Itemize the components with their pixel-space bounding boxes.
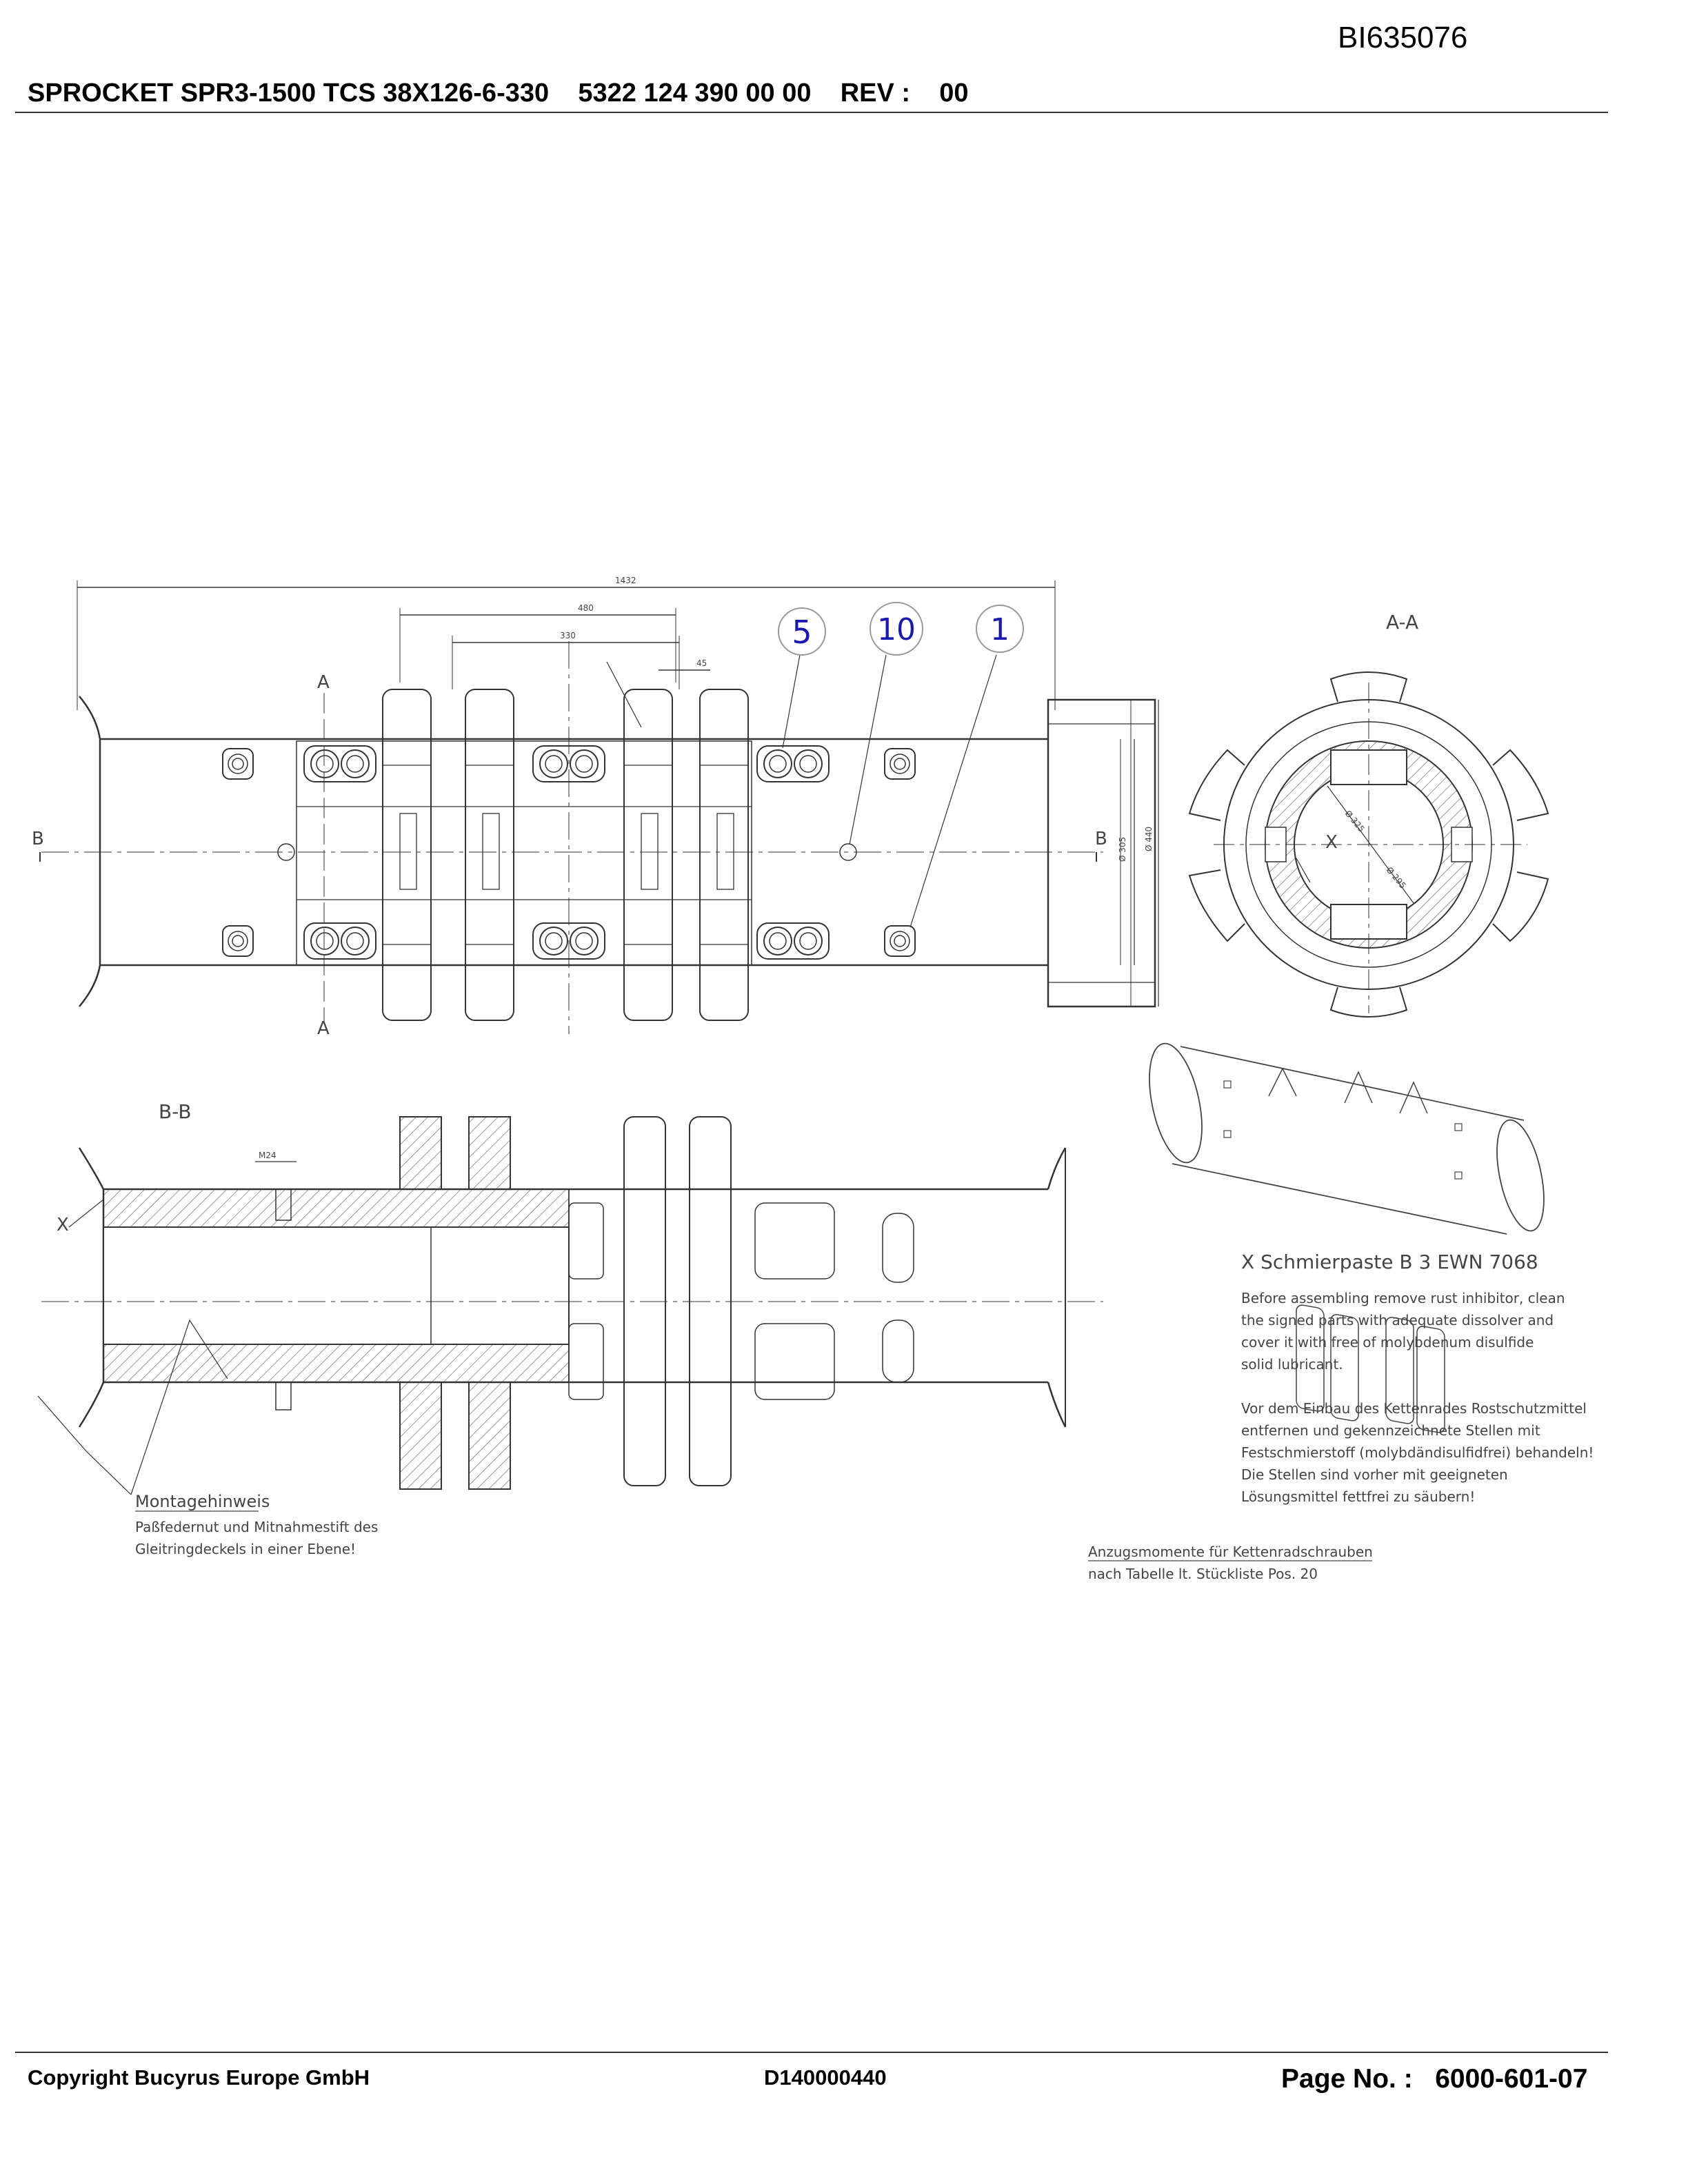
section-marker-b-left: B xyxy=(32,829,44,849)
page-label: Page No. : xyxy=(1281,2064,1413,2094)
x-marker-a-a: X xyxy=(1325,832,1338,853)
dim-45: 45 xyxy=(696,658,707,668)
notes: X Schmierpaste B 3 EWN 7068 Before assem… xyxy=(135,1251,1594,1582)
footer-copyright: Copyright Bucyrus Europe GmbH xyxy=(28,2065,370,2090)
main-view-section-labels: A A B B xyxy=(32,672,1107,1039)
lubricant-de-line-3: Festschmierstoff (molybdändisulfidfrei) … xyxy=(1241,1444,1594,1461)
montage-line-2: Gleitringdeckels in einer Ebene! xyxy=(135,1541,356,1557)
rev-value: 00 xyxy=(939,79,969,108)
section-b-b-view xyxy=(37,1116,1103,1495)
dim-m24: M24 xyxy=(259,1151,277,1160)
isometric-view xyxy=(1149,1042,1545,1433)
section-a-a-view xyxy=(1188,671,1549,1018)
page-number: 6000-601-07 xyxy=(1435,2064,1588,2094)
callouts: 5 10 1 xyxy=(778,602,1024,656)
section-marker-a-top: A xyxy=(317,672,330,693)
header-rule xyxy=(15,112,1608,113)
dim-d305: Ø 305 xyxy=(1118,837,1127,862)
torque-line-2: nach Tabelle lt. Stückliste Pos. 20 xyxy=(1088,1566,1318,1582)
lubricant-de-line-5: Lösungsmittel fettfrei zu säubern! xyxy=(1241,1488,1475,1505)
section-marker-b-right: B xyxy=(1095,829,1107,849)
lubricant-title: X Schmierpaste B 3 EWN 7068 xyxy=(1241,1251,1538,1273)
main-view-dimensions: 1432 480 330 45 Ø 305 Ø 440 xyxy=(560,576,1154,862)
footer-page: Page No. : 6000-601-07 xyxy=(1281,2064,1587,2094)
footer-rule xyxy=(15,2052,1608,2053)
lubricant-en-line-2: the signed parts with adequate dissolver… xyxy=(1241,1312,1554,1328)
rev-label: REV : xyxy=(840,79,911,108)
lubricant-de-line-4: Die Stellen sind vorher mit geeigneten xyxy=(1241,1466,1508,1483)
lubricant-en-line-1: Before assembling remove rust inhibitor,… xyxy=(1241,1290,1565,1306)
section-b-b-labels: B-B X M24 xyxy=(57,1100,277,1235)
footer-drawing-number: D140000440 xyxy=(764,2065,887,2090)
dim-330: 330 xyxy=(560,631,576,640)
lubricant-en-line-3: cover it with free of molybdenum disulfi… xyxy=(1241,1334,1534,1351)
callout-10: 10 xyxy=(877,612,916,647)
torque-line-1: Anzugsmomente für Kettenradschrauben xyxy=(1088,1544,1373,1560)
lubricant-en-line-4: solid lubricant. xyxy=(1241,1356,1343,1373)
part-title: SPROCKET SPR3-1500 TCS 38X126-6-330 xyxy=(28,79,550,108)
dim-1432: 1432 xyxy=(615,576,636,585)
x-marker-b-b: X xyxy=(57,1215,69,1235)
section-a-a-title: A-A xyxy=(1386,611,1418,634)
lubricant-de-line-2: entfernen und gekennzeichnete Stellen mi… xyxy=(1241,1422,1540,1439)
part-number: 5322 124 390 00 00 xyxy=(578,79,812,108)
document-id: BI635076 xyxy=(1338,21,1468,54)
dim-480: 480 xyxy=(578,603,594,613)
callout-1: 1 xyxy=(990,612,1009,647)
header-title: SPROCKET SPR3-1500 TCS 38X126-6-330 5322… xyxy=(28,79,969,108)
montage-title: Montagehinweis xyxy=(135,1492,270,1511)
lubricant-de-line-1: Vor dem Einbau des Kettenrades Rostschut… xyxy=(1241,1400,1587,1417)
montage-line-1: Paßfedernut und Mitnahmestift des xyxy=(135,1519,378,1535)
dim-d440: Ø 440 xyxy=(1144,827,1154,851)
main-view xyxy=(39,580,1159,1034)
section-b-b-title: B-B xyxy=(159,1100,192,1123)
callout-5: 5 xyxy=(792,614,812,651)
section-marker-a-bottom: A xyxy=(317,1018,330,1039)
